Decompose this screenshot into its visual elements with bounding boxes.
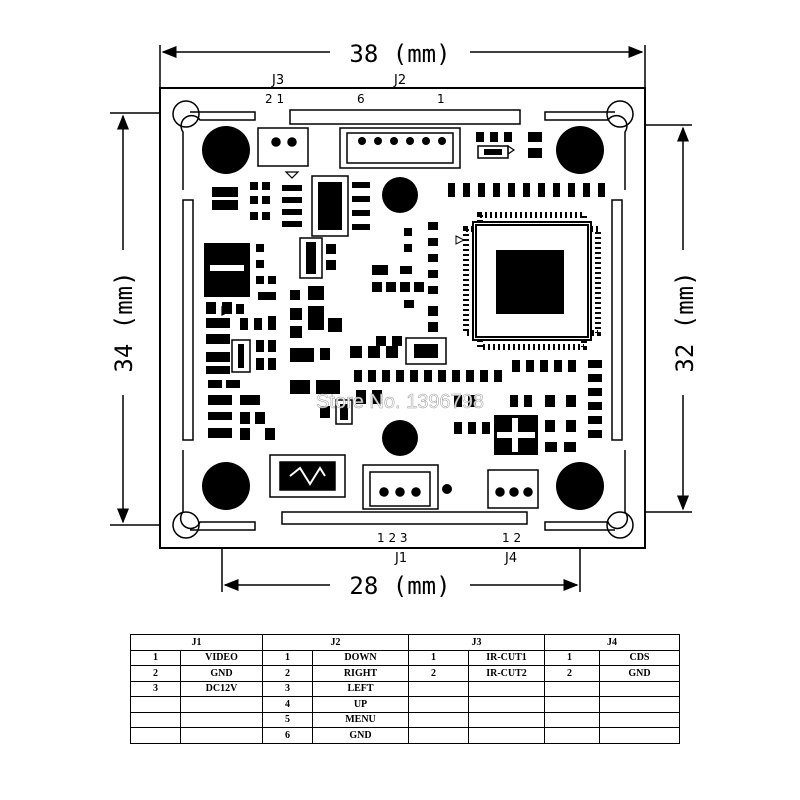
mounting-slots [172, 100, 634, 539]
pin-signal-cell: RIGHT [312, 665, 409, 682]
pin-number-cell: 4 [262, 696, 313, 713]
header-j4: J4 [544, 634, 680, 651]
header-j1: J1 [130, 634, 263, 651]
label-j3: J3 [271, 73, 284, 88]
pin-number-cell: 2 [408, 665, 469, 682]
pin-signal-cell: VIDEO [180, 649, 263, 666]
pin-signal-cell [599, 711, 680, 728]
smd-components [204, 132, 605, 494]
pin-signal-cell [468, 727, 545, 744]
connector-j4 [487, 469, 539, 509]
pin-signal-cell: IR-CUT2 [468, 665, 545, 682]
pin-signal-cell: DC12V [180, 680, 263, 697]
label-j1-pins: 1 2 3 [377, 531, 408, 545]
pin-number-cell [408, 727, 469, 744]
pin-signal-cell: DOWN [312, 649, 409, 666]
pin-signal-cell: UP [312, 696, 409, 713]
board-markers [221, 144, 516, 316]
dimension-bottom: 28 (mm) [221, 548, 581, 600]
pin-number-cell: 2 [544, 665, 600, 682]
pin-signal-cell: GND [599, 665, 680, 682]
pin-signal-cell [468, 711, 545, 728]
pcb-diagram: 38 (mm) 28 (mm) 34 (mm) 32 (mm) [110, 40, 699, 600]
pin-signal-cell [599, 727, 680, 744]
pin-signal-cell: GND [180, 665, 263, 682]
pin-signal-cell: LEFT [312, 680, 409, 697]
label-j2-pin-left: 6 [357, 92, 365, 106]
pin-number-cell [408, 696, 469, 713]
label-j2: J2 [393, 73, 406, 88]
pin-number-cell [408, 680, 469, 697]
pin-number-cell: 5 [262, 711, 313, 728]
pin-signal-cell [180, 696, 263, 713]
label-j3-pins: 2 1 [265, 92, 284, 106]
watermark: Store No. 1396798 [316, 391, 484, 413]
dimension-top-label: 38 (mm) [349, 40, 450, 68]
pin-signal-cell [180, 711, 263, 728]
pin-signal-cell [180, 727, 263, 744]
dimension-left: 34 (mm) [110, 112, 160, 526]
pin-number-cell [544, 696, 600, 713]
connector-j3 [257, 127, 309, 167]
pin-number-cell: 2 [262, 665, 313, 682]
pin-number-cell: 3 [262, 680, 313, 697]
header-j3: J3 [408, 634, 545, 651]
pin-number-cell [544, 727, 600, 744]
pin-number-cell [544, 680, 600, 697]
label-j4-pins: 1 2 [502, 531, 521, 545]
pin-signal-cell [599, 696, 680, 713]
dimension-top: 38 (mm) [159, 40, 646, 88]
filter-component [269, 454, 346, 498]
pin-signal-cell: IR-CUT1 [468, 649, 545, 666]
pin-signal-cell [468, 680, 545, 697]
pin-number-cell: 3 [130, 680, 181, 697]
pin-number-cell: 1 [408, 649, 469, 666]
dimension-right-label: 32 (mm) [671, 271, 699, 372]
pin-number-cell: 2 [130, 665, 181, 682]
pin-number-cell [130, 711, 181, 728]
pin-signal-cell: CDS [599, 649, 680, 666]
pin-signal-cell [599, 680, 680, 697]
pin-signal-cell: GND [312, 727, 409, 744]
label-j2-pin-right: 1 [437, 92, 445, 106]
main-ic [455, 212, 601, 350]
pin-number-cell [544, 711, 600, 728]
connector-j1 [281, 464, 528, 525]
dimension-left-label: 34 (mm) [110, 271, 138, 372]
pin-signal-cell: MENU [312, 711, 409, 728]
header-j2: J2 [262, 634, 409, 651]
pin-number-cell [408, 711, 469, 728]
pin-number-cell: 6 [262, 727, 313, 744]
connector-j2 [289, 109, 521, 169]
label-j4: J4 [504, 551, 517, 566]
pin-number-cell [130, 696, 181, 713]
mounting-holes [202, 126, 604, 510]
pin-table-header: J1 J2 J3 J4 [130, 634, 680, 651]
dimension-right: 32 (mm) [645, 124, 699, 513]
pin-number-cell: 1 [130, 649, 181, 666]
label-j1: J1 [394, 551, 407, 566]
pin-number-cell [130, 727, 181, 744]
pin-number-cell: 1 [262, 649, 313, 666]
dimension-bottom-label: 28 (mm) [349, 572, 450, 600]
pin-signal-cell [468, 696, 545, 713]
pin-number-cell: 1 [544, 649, 600, 666]
